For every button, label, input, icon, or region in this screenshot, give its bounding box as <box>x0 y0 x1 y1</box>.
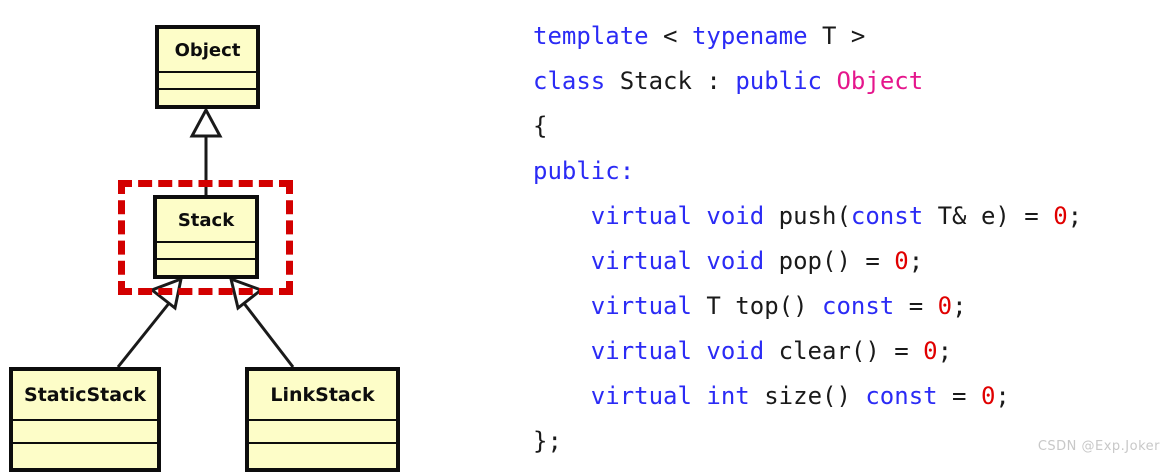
code-token: > <box>850 22 866 50</box>
uml-class-staticstack-operations <box>13 442 157 465</box>
code-token: T <box>822 22 837 50</box>
code-token <box>605 67 619 95</box>
uml-class-stack[interactable]: Stack <box>153 195 259 279</box>
code-token: public: <box>533 157 635 185</box>
code-token: typename <box>691 22 808 50</box>
code-token: ; <box>952 292 967 320</box>
code-token: virtual <box>590 202 692 230</box>
code-listing-panel: template < typename T >class Stack : pub… <box>470 0 1168 472</box>
code-block[interactable]: template < typename T >class Stack : pub… <box>533 14 1082 464</box>
code-token <box>764 202 778 230</box>
code-line: virtual T top() const = 0; <box>533 284 1082 329</box>
code-token: virtual <box>590 247 692 275</box>
code-token: = <box>937 382 981 410</box>
code-line: virtual void clear() = 0; <box>533 329 1082 374</box>
code-token: virtual <box>590 292 692 320</box>
code-token: < <box>663 22 678 50</box>
code-token: const <box>865 382 938 410</box>
code-token <box>533 337 591 365</box>
code-token: size() <box>749 382 866 410</box>
code-line: template < typename T > <box>533 14 1082 59</box>
code-token: 0 <box>894 247 909 275</box>
uml-class-stack-name: Stack <box>177 209 235 231</box>
code-line: virtual int size() const = 0; <box>533 374 1082 419</box>
watermark-label: CSDN @Exp.Joker <box>1037 439 1160 454</box>
code-token: clear() = <box>764 337 924 365</box>
code-token: }; <box>533 427 562 455</box>
code-token <box>692 337 706 365</box>
uml-class-linkstack-name: LinkStack <box>270 384 375 406</box>
code-token: Object <box>836 67 924 95</box>
uml-class-staticstack[interactable]: StaticStack <box>9 367 161 472</box>
code-token <box>836 22 850 50</box>
code-token <box>533 382 591 410</box>
uml-class-object-operations <box>159 88 256 105</box>
code-token: Stack <box>619 67 692 95</box>
code-token: 0 <box>937 292 953 320</box>
code-token: = <box>894 292 938 320</box>
uml-class-stack-operations <box>157 258 255 275</box>
code-token <box>692 247 706 275</box>
code-token <box>649 22 663 50</box>
code-token: virtual <box>590 382 692 410</box>
code-token: pop() = <box>764 247 895 275</box>
code-line: public: <box>533 149 1082 194</box>
code-line: virtual void pop() = 0; <box>533 239 1082 284</box>
code-token: ; <box>995 382 1010 410</box>
code-token: T top() <box>691 292 822 320</box>
uml-class-linkstack-attributes <box>249 419 396 442</box>
code-token: const <box>822 292 895 320</box>
code-token: class <box>533 67 606 95</box>
code-token: push( <box>778 202 851 230</box>
code-token <box>692 382 706 410</box>
uml-class-object-name: Object <box>174 39 241 61</box>
code-token: T& e) = <box>923 202 1054 230</box>
code-token <box>822 67 836 95</box>
code-token: template <box>533 22 649 50</box>
code-line: class Stack : public Object <box>533 59 1082 104</box>
code-token <box>808 22 822 50</box>
code-token: void <box>706 337 765 365</box>
uml-class-linkstack[interactable]: LinkStack <box>245 367 400 472</box>
code-token <box>533 247 591 275</box>
uml-class-staticstack-attributes <box>13 419 157 442</box>
code-token: : <box>691 67 736 95</box>
code-token: ; <box>937 337 953 365</box>
code-token: void <box>706 202 765 230</box>
code-token <box>692 202 706 230</box>
stack-highlight-rect <box>118 180 293 295</box>
code-token: 0 <box>923 337 938 365</box>
code-token: ; <box>908 247 924 275</box>
code-token: 0 <box>1053 202 1068 230</box>
code-line: virtual void push(const T& e) = 0; <box>533 194 1082 239</box>
code-token: { <box>533 112 548 140</box>
code-token: const <box>850 202 924 230</box>
code-token <box>533 202 591 230</box>
code-token: public <box>735 67 823 95</box>
uml-class-linkstack-operations <box>249 442 396 465</box>
code-line: }; <box>533 419 1082 464</box>
uml-class-staticstack-name: StaticStack <box>24 384 146 406</box>
code-token <box>533 292 591 320</box>
code-line: { <box>533 104 1082 149</box>
uml-class-object-attributes <box>159 71 256 88</box>
code-token: void <box>706 247 765 275</box>
uml-class-diagram: Object generalization (vertical) --> Sta… <box>0 0 470 472</box>
code-token <box>678 22 692 50</box>
code-token: int <box>706 382 750 410</box>
uml-class-object[interactable]: Object <box>155 25 260 109</box>
uml-class-stack-attributes <box>157 241 255 258</box>
code-token: virtual <box>590 337 692 365</box>
code-token: ; <box>1067 202 1083 230</box>
code-token: 0 <box>980 382 996 410</box>
